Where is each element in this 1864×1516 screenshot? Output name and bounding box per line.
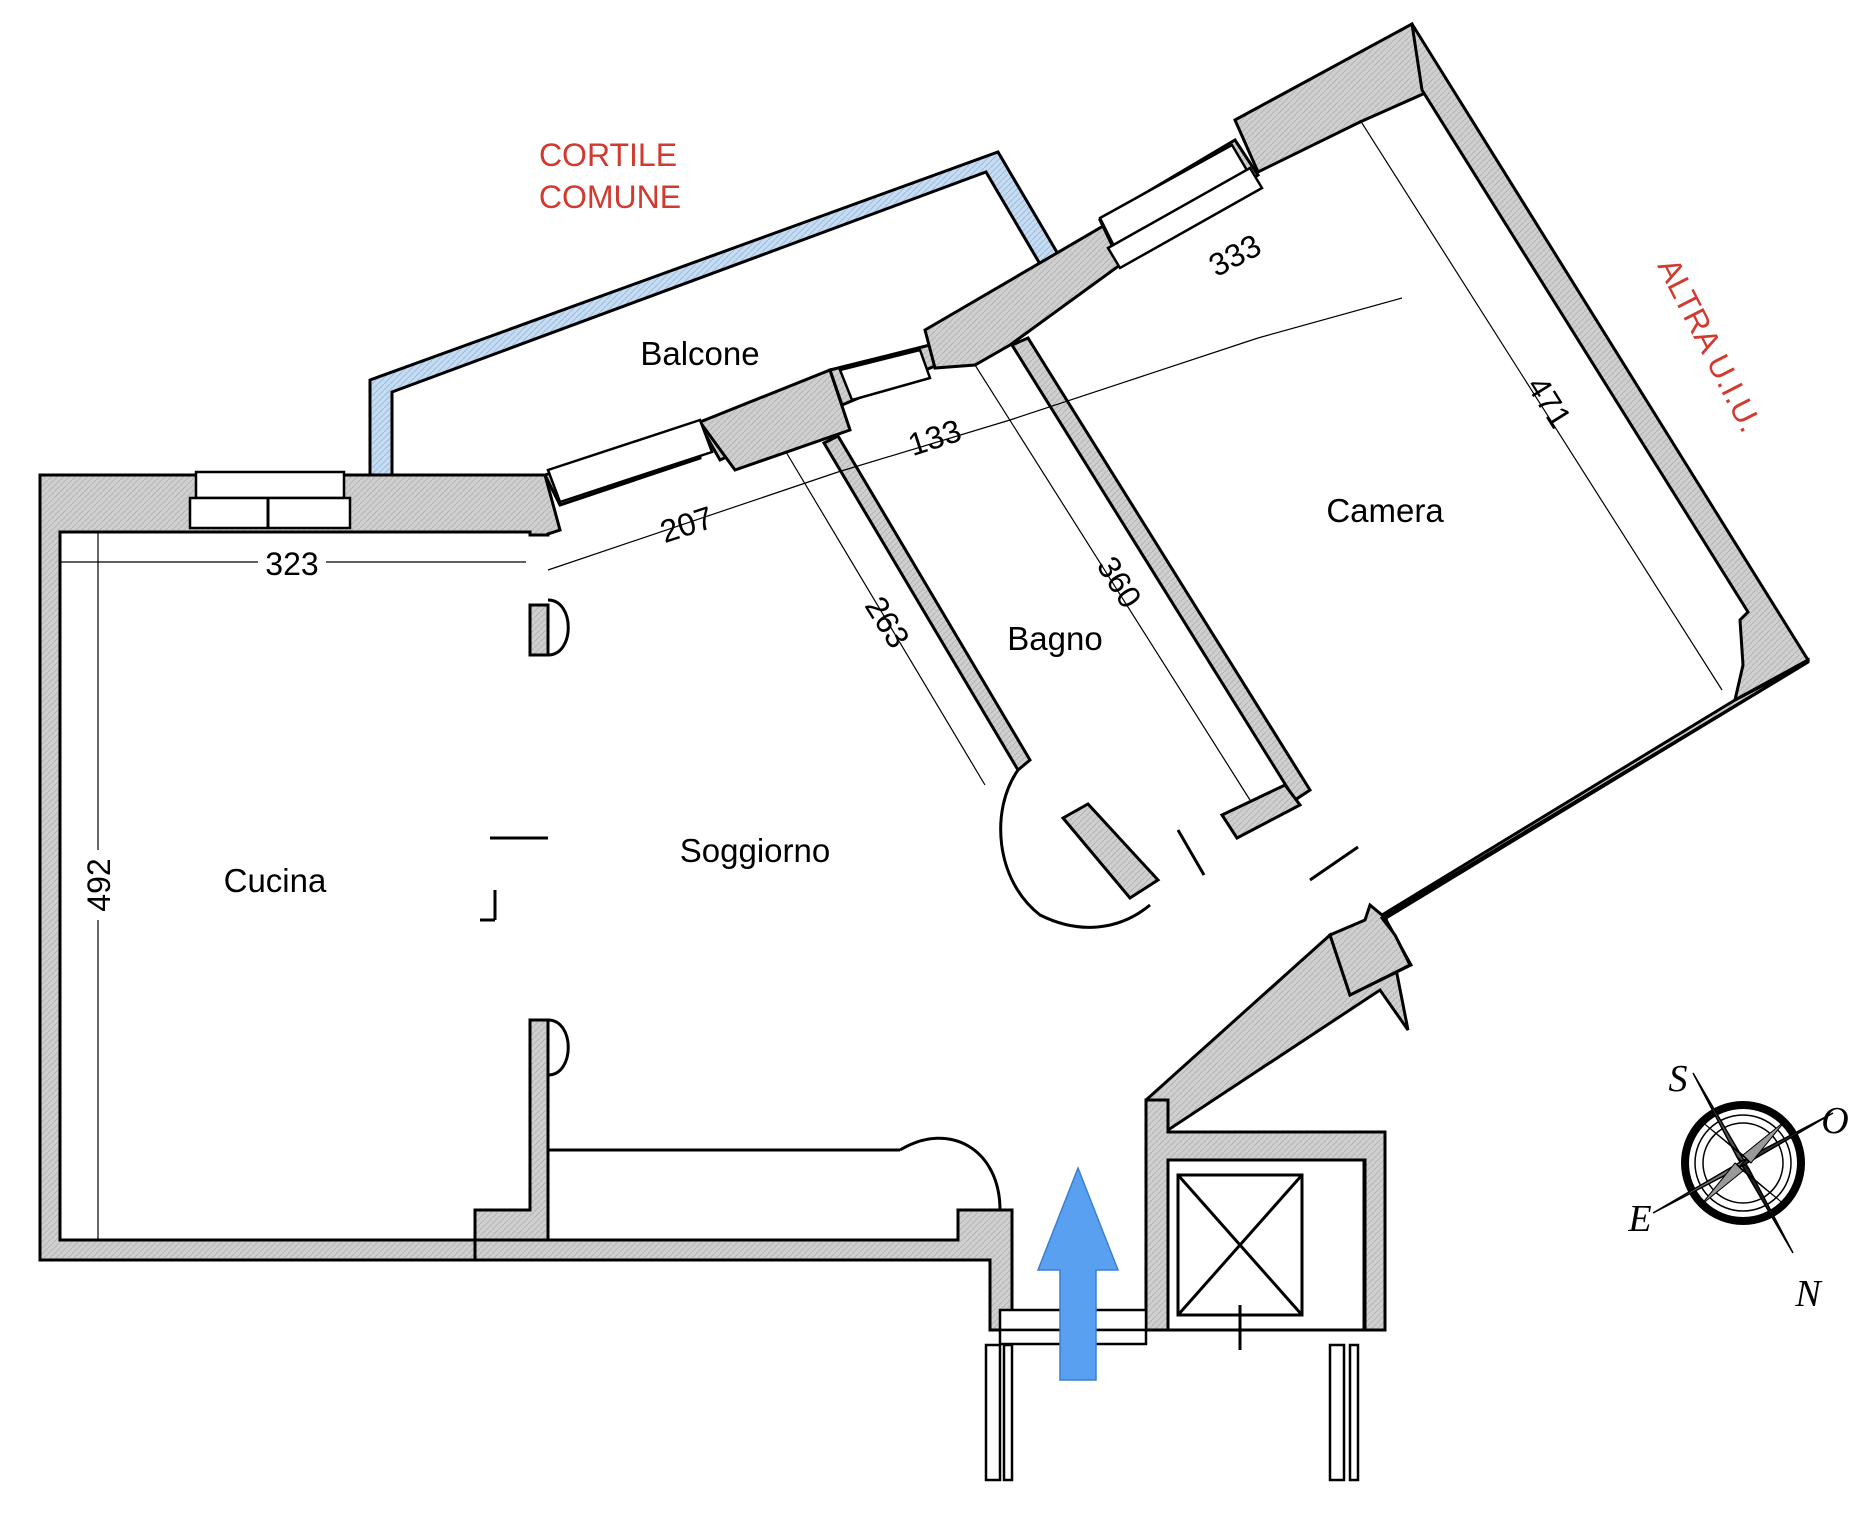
compass-label-o: O xyxy=(1821,1100,1848,1142)
windows xyxy=(188,143,1264,1346)
exterior-walls xyxy=(38,21,1811,1332)
compass-label-s: S xyxy=(1669,1058,1688,1100)
note-altra-uiu: ALTRA U.I.U. xyxy=(1651,252,1769,437)
room-label-balcone: Balcone xyxy=(640,335,759,372)
notes: CORTILE COMUNE ALTRA U.I.U. xyxy=(539,137,1769,438)
dim-471: 471 xyxy=(1520,370,1579,434)
dimension-labels: 323 492 207 133 333 471 360 263 xyxy=(80,227,1579,920)
entrance-arrow xyxy=(1036,1165,1120,1381)
dim-492: 492 xyxy=(81,858,117,911)
elevator-shaft xyxy=(1166,1158,1366,1350)
compass-label-n: N xyxy=(1794,1273,1823,1315)
stair-rails xyxy=(984,1343,1360,1482)
room-label-cucina: Cucina xyxy=(224,862,327,899)
dim-323: 323 xyxy=(265,546,318,582)
interior-walls xyxy=(528,336,1313,900)
room-labels: Balcone Camera Bagno Soggiorno Cucina xyxy=(224,335,1445,899)
note-cortile-line2: COMUNE xyxy=(539,179,681,215)
dimension-lines xyxy=(59,119,1723,1240)
compass-label-e: E xyxy=(1627,1198,1651,1240)
compass-rose: S O E N xyxy=(1627,1058,1848,1315)
room-label-bagno: Bagno xyxy=(1007,620,1102,657)
dim-207: 207 xyxy=(656,499,718,550)
dim-333: 333 xyxy=(1203,227,1267,284)
note-cortile-line1: CORTILE xyxy=(539,137,677,173)
doors xyxy=(480,598,1359,1211)
dim-133: 133 xyxy=(904,412,966,463)
dim-263: 263 xyxy=(858,590,917,654)
room-label-camera: Camera xyxy=(1326,492,1444,529)
room-label-soggiorno: Soggiorno xyxy=(680,832,830,869)
